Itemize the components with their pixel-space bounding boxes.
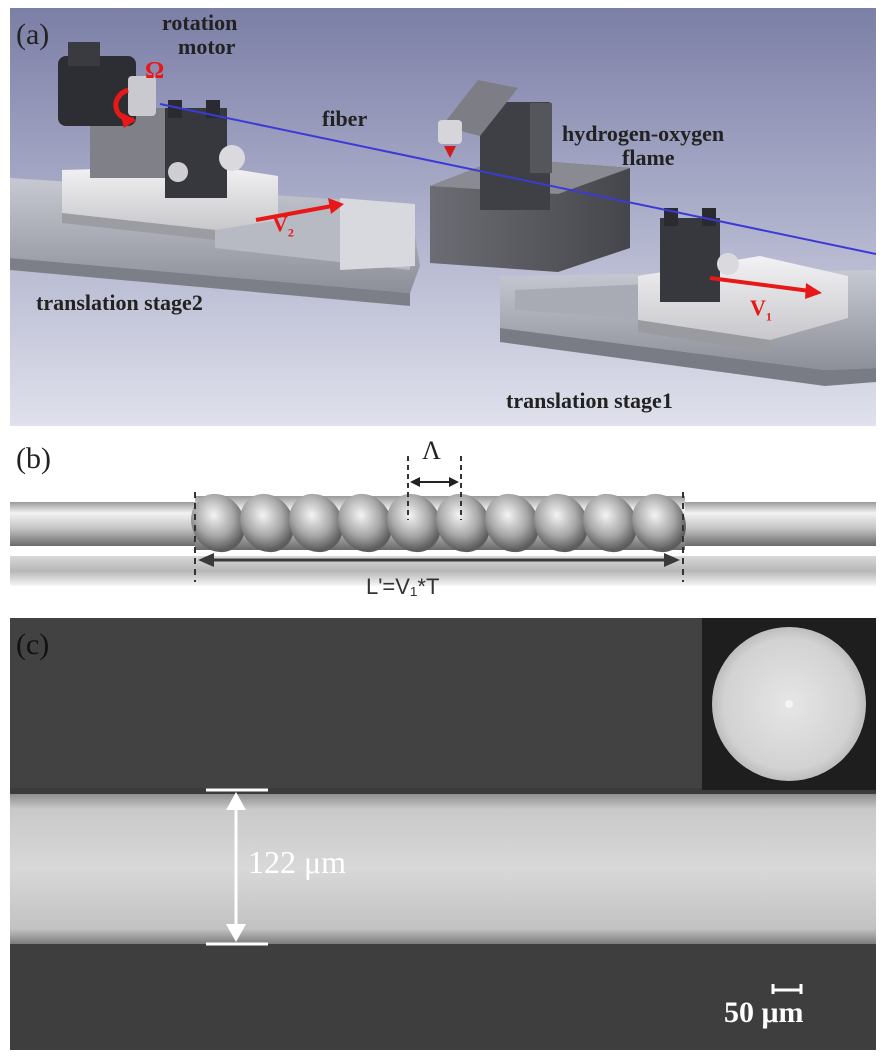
helix-bump [240, 493, 294, 553]
panel-a-label: (a) [16, 18, 50, 51]
v2-arrow [255, 204, 333, 222]
helix-bump [191, 493, 245, 553]
stage2-label: translation stage2 [36, 290, 203, 315]
fiber-diagram [10, 432, 876, 610]
v1-label: V1 [750, 295, 772, 324]
v2-label: V2 [272, 211, 294, 240]
flame-label-1: hydrogen-oxygen [562, 121, 725, 146]
helix-bump [387, 493, 441, 553]
clamp-left [165, 108, 227, 198]
helix-bump [583, 493, 637, 553]
micrograph [10, 618, 876, 1050]
helix-bump [485, 493, 539, 553]
panel-c-label: (c) [16, 628, 50, 661]
stage1-label: translation stage1 [506, 388, 673, 413]
helix-bump [534, 493, 588, 553]
panel-c: (c) 122 μm 50 μm [10, 618, 876, 1050]
fiber-label: fiber [322, 106, 368, 131]
fiber-line [159, 103, 876, 255]
flame-tip [444, 146, 456, 158]
lambda-label: Λ [422, 436, 441, 465]
panel-b: (b) Λ L'=V₁*T [10, 432, 876, 610]
twisted-segment [191, 493, 686, 553]
scale-label: 50 μm [724, 996, 804, 1029]
panel-b-label: (b) [16, 442, 51, 475]
rotation-label-2: motor [178, 34, 236, 59]
helix-bump [289, 493, 343, 553]
diameter-label: 122 μm [248, 844, 347, 880]
torch-nozzle [438, 120, 462, 144]
flame-label-2: flame [622, 145, 675, 170]
helix-bump [436, 493, 490, 553]
panel-a: (a) rotation motor Ω fiber hydrogen-oxyg… [10, 8, 876, 426]
clamp-right [660, 218, 720, 302]
helix-bump [632, 493, 686, 553]
omega-symbol: Ω [145, 58, 165, 84]
rotation-label-1: rotation [162, 10, 238, 35]
setup-illustration [10, 8, 876, 426]
fiber-image [10, 794, 876, 944]
helix-bump [338, 493, 392, 553]
length-equation: L'=V₁*T [366, 574, 440, 599]
v1-arrow [709, 276, 811, 293]
